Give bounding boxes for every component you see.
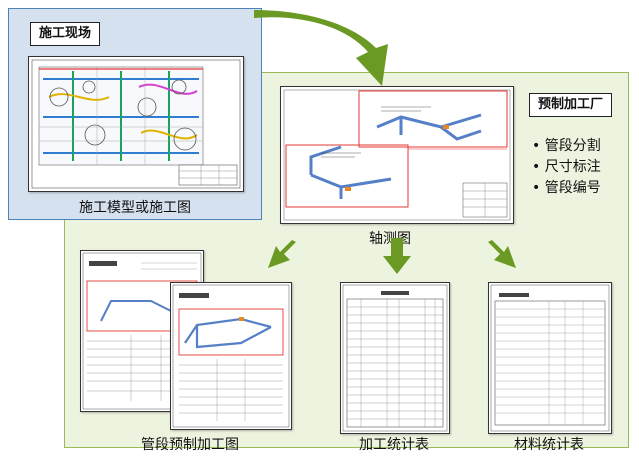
site-caption: 施工模型或施工图 — [79, 200, 191, 216]
arrow-to-prefab — [268, 240, 296, 268]
material-stats-caption: 材料统计表 — [514, 437, 584, 453]
site-tag: 施工现场 — [30, 22, 101, 46]
arrow-to-material — [488, 240, 516, 268]
step-pipe-numbering: 管段编号 — [532, 178, 601, 199]
step-pipe-split: 管段分割 — [532, 136, 601, 157]
step-dimensioning: 尺寸标注 — [532, 157, 601, 178]
site-to-factory-arrow — [254, 10, 388, 86]
construction-drawing — [28, 56, 244, 192]
factory-tag: 预制加工厂 — [529, 93, 613, 117]
prefab-caption: 管段预制加工图 — [141, 437, 239, 453]
isometric-drawing — [280, 86, 514, 224]
arrow-to-processing — [383, 238, 411, 274]
material-stats-sheet — [488, 282, 612, 434]
prefab-drawing-front — [170, 282, 292, 430]
factory-steps: 管段分割 尺寸标注 管段编号 — [532, 136, 601, 199]
processing-stats-caption: 加工统计表 — [359, 437, 429, 453]
processing-stats-sheet — [340, 282, 450, 434]
